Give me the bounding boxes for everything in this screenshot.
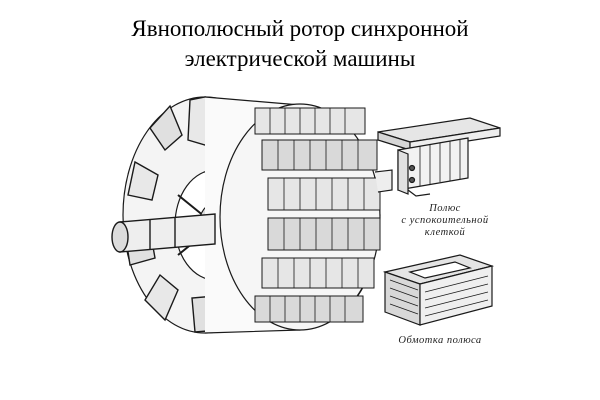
rotor-shaft: [111, 213, 216, 253]
pole-winding-label: Обмотка полюса: [380, 335, 500, 347]
pole-label-line-3: клеткой: [424, 227, 466, 238]
pole-label-line-2: с успокоительной: [401, 215, 489, 226]
title-line-1: Явнополюсный ротор синхронной: [131, 16, 469, 41]
title-line-2: электрической машины: [184, 46, 416, 71]
pole-with-damper-cage-drawing: [377, 117, 501, 197]
diagram-title: Явнополюсный ротор синхронной электричес…: [0, 14, 600, 74]
winding-label-text: Обмотка полюса: [398, 335, 482, 346]
pole-winding-drawing: [382, 254, 495, 326]
rotor-drawing: [111, 96, 393, 334]
pole-label-line-1: Полюс: [429, 203, 461, 214]
pole-cages: [254, 107, 381, 323]
pole-with-cage-label: Полюс с успокоительной клеткой: [385, 203, 505, 239]
